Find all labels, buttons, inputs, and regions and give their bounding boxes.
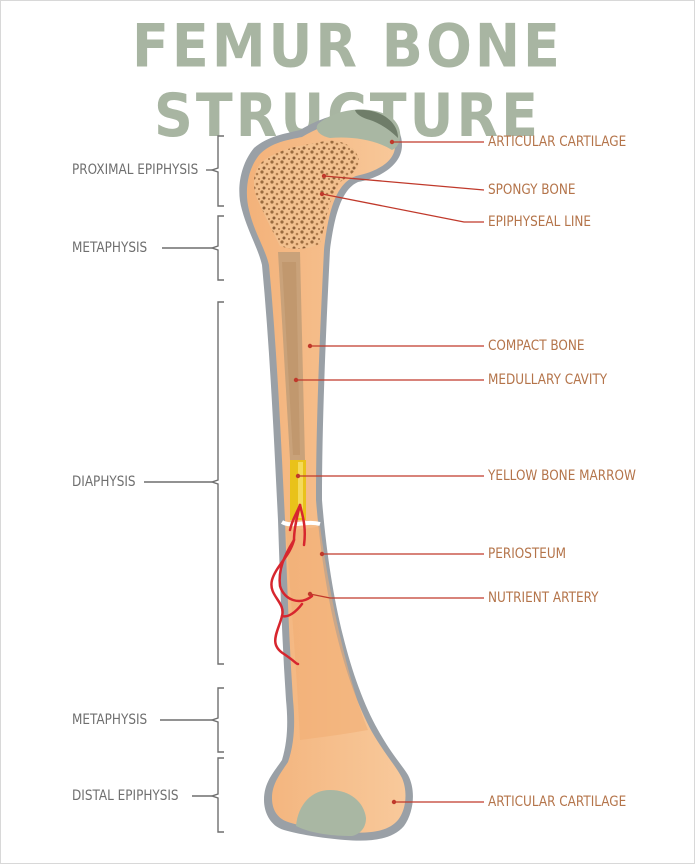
leader-tips [293,139,397,805]
bracket-metaphysis-lower [209,687,224,753]
leader-lines [296,141,485,803]
bracket-metaphysis-upper [209,215,224,281]
part-label-medullary-cavity: MEDULLARY CAVITY [488,372,608,388]
cut-edge [280,520,321,527]
bracket-proximal-epiphysis [209,135,224,207]
bracket-diaphysis [209,301,224,665]
part-label-articular-cartilage-bottom: ARTICULAR CARTILAGE [488,794,627,810]
region-label-metaphysis-lower: METAPHYSIS [72,712,148,728]
region-label-diaphysis: DIAPHYSIS [72,474,136,490]
nutrient-artery-shape [270,503,314,666]
region-label-metaphysis-upper: METAPHYSIS [72,240,148,256]
leader-spongy-bone [323,175,485,191]
bracket-distal-epiphysis [209,757,224,833]
articular-cartilage-bottom-shape [296,790,366,836]
part-label-yellow-bone-marrow: YELLOW BONE MARROW [488,468,636,484]
region-label-distal-epiphysis: DISTAL EPIPHYSIS [72,788,179,804]
region-label-proximal-epiphysis: PROXIMAL EPIPHYSIS [72,162,199,178]
medullary-cavity-texture [282,262,300,455]
part-label-spongy-bone: SPONGY BONE [488,182,576,198]
region-brackets [144,135,224,833]
spongy-bone-region [254,140,359,249]
part-label-compact-bone: COMPACT BONE [488,338,585,354]
leader-epiphyseal-line [321,193,484,223]
yellow-bone-marrow-highlight [298,462,303,518]
leader-nutrient-artery [309,593,484,599]
part-label-periosteum: PERIOSTEUM [488,546,567,562]
lower-shaft-shade [286,526,368,740]
articular-cartilage-top-shade [355,109,398,138]
part-label-nutrient-artery: NUTRIENT ARTERY [488,590,599,606]
part-label-articular-cartilage-top: ARTICULAR CARTILAGE [488,134,627,150]
part-label-epiphyseal-line: EPIPHYSEAL LINE [488,214,591,230]
